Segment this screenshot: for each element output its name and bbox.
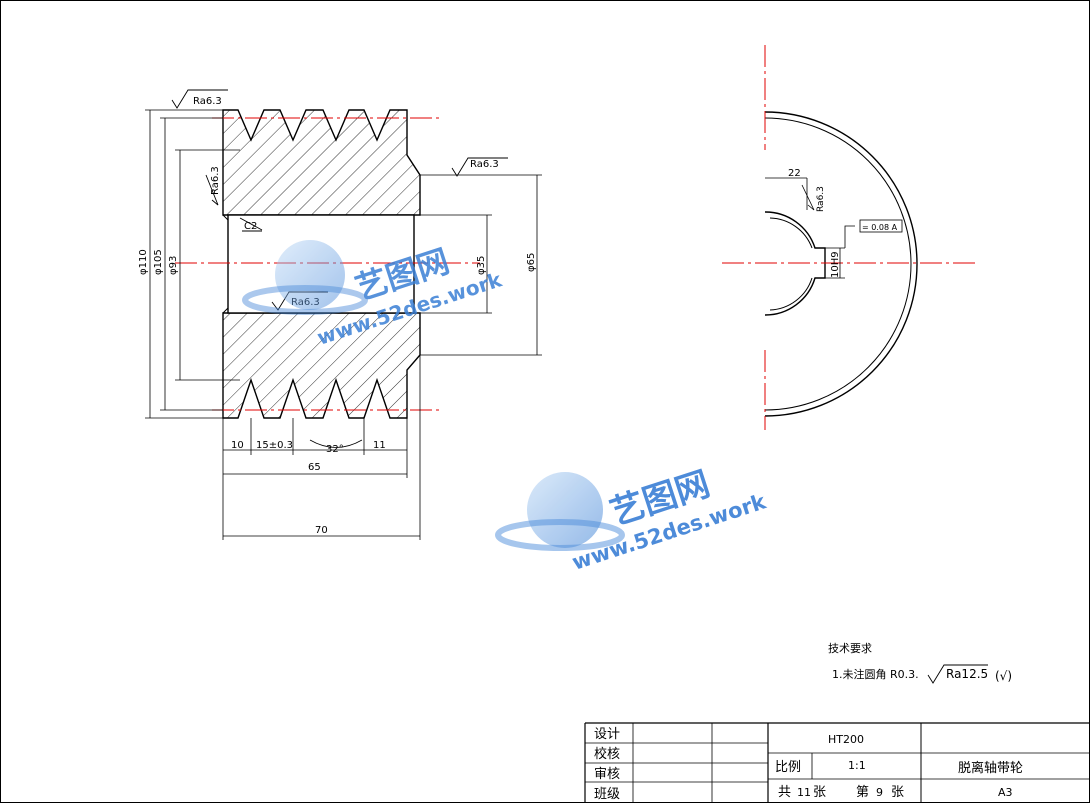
diameter-dims-right (414, 174, 542, 356)
pulley-outer-arc (764, 111, 918, 417)
tb-class-label: 班级 (594, 787, 620, 802)
dim-d65: φ65 (526, 253, 537, 272)
roughness-right: Ra6.3 (470, 159, 499, 170)
tb-sheets-unit: 张 (813, 785, 826, 800)
tech-req-item1: 1.未注圆角 R0.3. (832, 667, 919, 681)
tech-req-roughness: Ra12.5 (946, 667, 988, 681)
tb-design-label: 设计 (594, 727, 620, 742)
tb-sheet-unit: 张 (891, 785, 904, 800)
dim-w15: 15±0.3 (256, 440, 293, 451)
dim-w10: 10 (231, 440, 244, 451)
tb-sheet-value: 9 (876, 786, 883, 799)
roughness-top: Ra6.3 (193, 96, 222, 107)
dim-d105: φ105 (153, 249, 164, 275)
keyway-inner (769, 217, 813, 311)
dim-d110: φ110 (138, 249, 149, 275)
keyway-dim: 10H9 (830, 251, 841, 278)
dim-angle: 32° (326, 444, 344, 455)
side-centerlines (722, 45, 975, 430)
side-view: 22 Ra6.3 = 0.08 A 10H9 (722, 45, 975, 430)
tb-total-label: 共 (778, 785, 791, 800)
dim-w11: 11 (373, 440, 386, 451)
pulley-inner-arc (764, 117, 912, 411)
tech-req-title: 技术要求 (828, 642, 872, 655)
dim-len70: 70 (315, 525, 328, 536)
dim-len65: 65 (308, 462, 321, 473)
roughness-left-vertical: Ra6.3 (210, 166, 221, 195)
tolerance-label: = 0.08 A (862, 223, 898, 232)
dim-d35: φ35 (476, 256, 487, 275)
length-dims-bottom (222, 355, 421, 540)
upper-hatched-section (222, 109, 421, 216)
tb-scale-value: 1:1 (848, 759, 866, 772)
diameter-dims-left (145, 109, 240, 419)
tolerance-frame (859, 219, 903, 233)
tb-part-name: 脱离轴带轮 (958, 760, 1023, 776)
title-block (584, 722, 1089, 803)
tech-req-suffix: (√) (995, 669, 1012, 683)
tb-size: A3 (998, 786, 1013, 799)
tb-material: HT200 (828, 733, 864, 746)
tb-scale-label: 比例 (775, 760, 801, 775)
dim-d93: φ93 (168, 256, 179, 275)
technical-requirements: 技术要求 1.未注圆角 R0.3. Ra12.5 (√) (828, 642, 1012, 684)
side-roughness: Ra6.3 (816, 186, 826, 212)
dim-22: 22 (788, 168, 801, 179)
tb-review-label: 审核 (594, 767, 620, 782)
tb-sheet-label: 第 (856, 785, 869, 800)
lower-hatched-section (222, 312, 421, 419)
watermark-center: 艺图网 www.52des.work (495, 464, 770, 575)
front-section-view: φ110 φ105 φ93 φ35 φ65 10 15±0.3 (138, 89, 542, 540)
tb-total-value: 11 (797, 786, 811, 799)
chamfer-label: C2 (244, 221, 257, 232)
tb-check-label: 校核 (594, 746, 620, 762)
